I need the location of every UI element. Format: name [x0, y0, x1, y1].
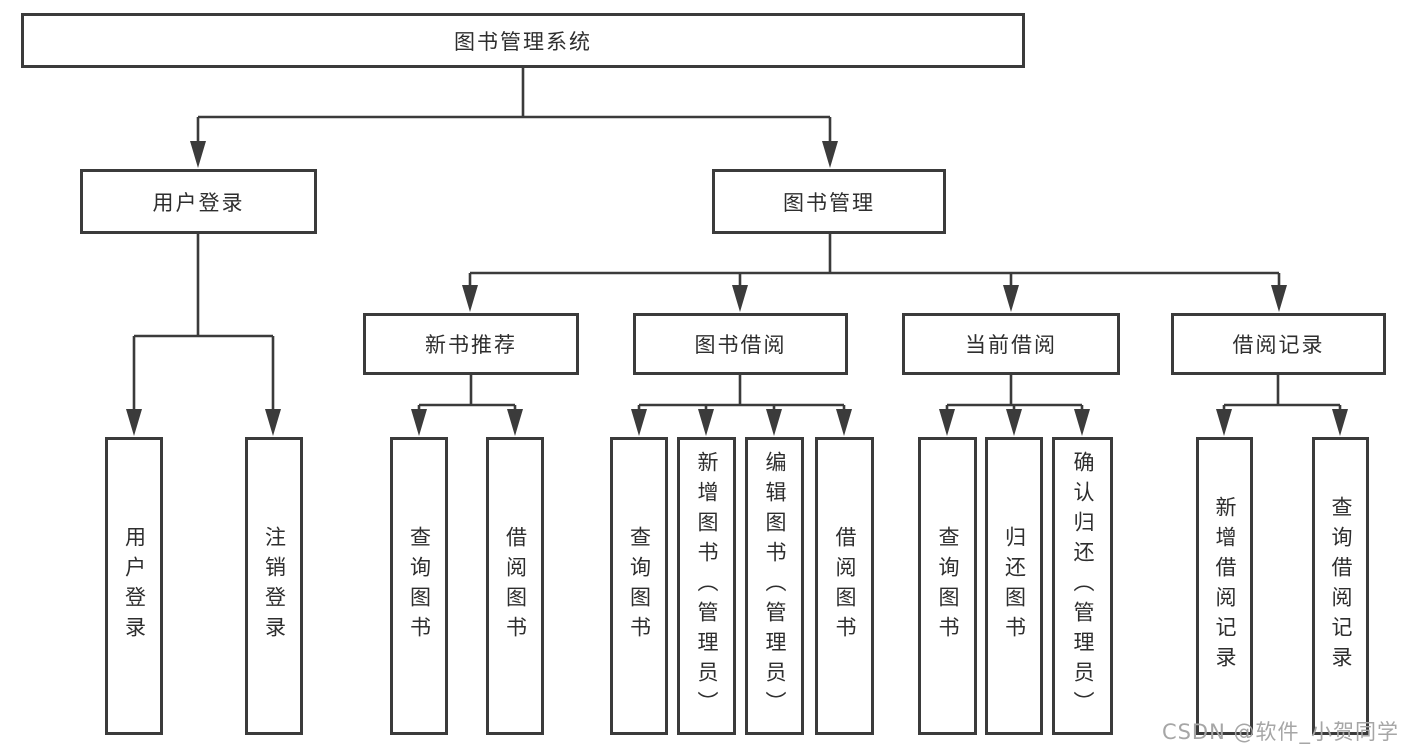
- leaf-edit-books-admin-label: 编辑图书（管理员）: [763, 451, 787, 721]
- leaf-add-borrow-record: 新增借阅记录: [1196, 437, 1253, 735]
- leaf-add-books-admin: 新增图书（管理员）: [677, 437, 736, 735]
- leaf-recommend-query-books: 查询图书: [390, 437, 448, 735]
- node-new-book-recommend-label: 新书推荐: [425, 333, 517, 357]
- leaf-recommend-borrow-books: 借阅图书: [486, 437, 544, 735]
- node-book-borrowing-label: 图书借阅: [694, 333, 787, 357]
- leaf-user-login: 用户登录: [105, 437, 163, 735]
- node-new-book-recommend: 新书推荐: [363, 313, 579, 375]
- leaf-borrow-books: 借阅图书: [815, 437, 874, 735]
- leaf-current-query-books-label: 查询图书: [936, 526, 960, 646]
- node-user-login: 用户登录: [80, 169, 317, 234]
- leaf-borrowing-query-books-label: 查询图书: [627, 526, 652, 646]
- leaf-borrowing-query-books: 查询图书: [610, 437, 668, 735]
- leaf-return-books-label: 归还图书: [1002, 526, 1027, 646]
- leaf-add-borrow-record-label: 新增借阅记录: [1213, 496, 1237, 676]
- leaf-edit-books-admin: 编辑图书（管理员）: [745, 437, 804, 735]
- leaf-borrow-books-label: 借阅图书: [833, 526, 857, 646]
- node-borrowing-records: 借阅记录: [1171, 313, 1386, 375]
- leaf-recommend-query-books-label: 查询图书: [407, 526, 432, 646]
- leaf-current-query-books: 查询图书: [918, 437, 977, 735]
- leaf-return-books: 归还图书: [985, 437, 1043, 735]
- leaf-query-borrow-record-label: 查询借阅记录: [1329, 496, 1353, 676]
- leaf-recommend-borrow-books-label: 借阅图书: [503, 526, 528, 646]
- node-book-management: 图书管理: [712, 169, 946, 234]
- node-book-borrowing: 图书借阅: [633, 313, 848, 375]
- node-library-management-system: 图书管理系统: [21, 13, 1025, 68]
- node-borrowing-records-label: 借阅记录: [1232, 333, 1325, 357]
- node-current-borrowing-label: 当前借阅: [965, 333, 1057, 357]
- leaf-confirm-return-admin-label: 确认归还（管理员）: [1071, 451, 1095, 721]
- node-current-borrowing: 当前借阅: [902, 313, 1120, 375]
- leaf-confirm-return-admin: 确认归还（管理员）: [1052, 437, 1113, 735]
- leaf-add-books-admin-label: 新增图书（管理员）: [695, 451, 719, 721]
- node-library-management-system-label: 图书管理系统: [454, 29, 592, 54]
- leaf-logout: 注销登录: [245, 437, 303, 735]
- arrowheads: [126, 141, 1348, 436]
- leaf-query-borrow-record: 查询借阅记录: [1312, 437, 1369, 735]
- node-book-management-label: 图书管理: [783, 190, 875, 215]
- node-user-login-label: 用户登录: [152, 190, 245, 215]
- leaf-user-login-label: 用户登录: [122, 526, 147, 646]
- leaf-logout-label: 注销登录: [262, 526, 287, 646]
- csdn-watermark: CSDN @软件_小贺同学: [1161, 720, 1399, 744]
